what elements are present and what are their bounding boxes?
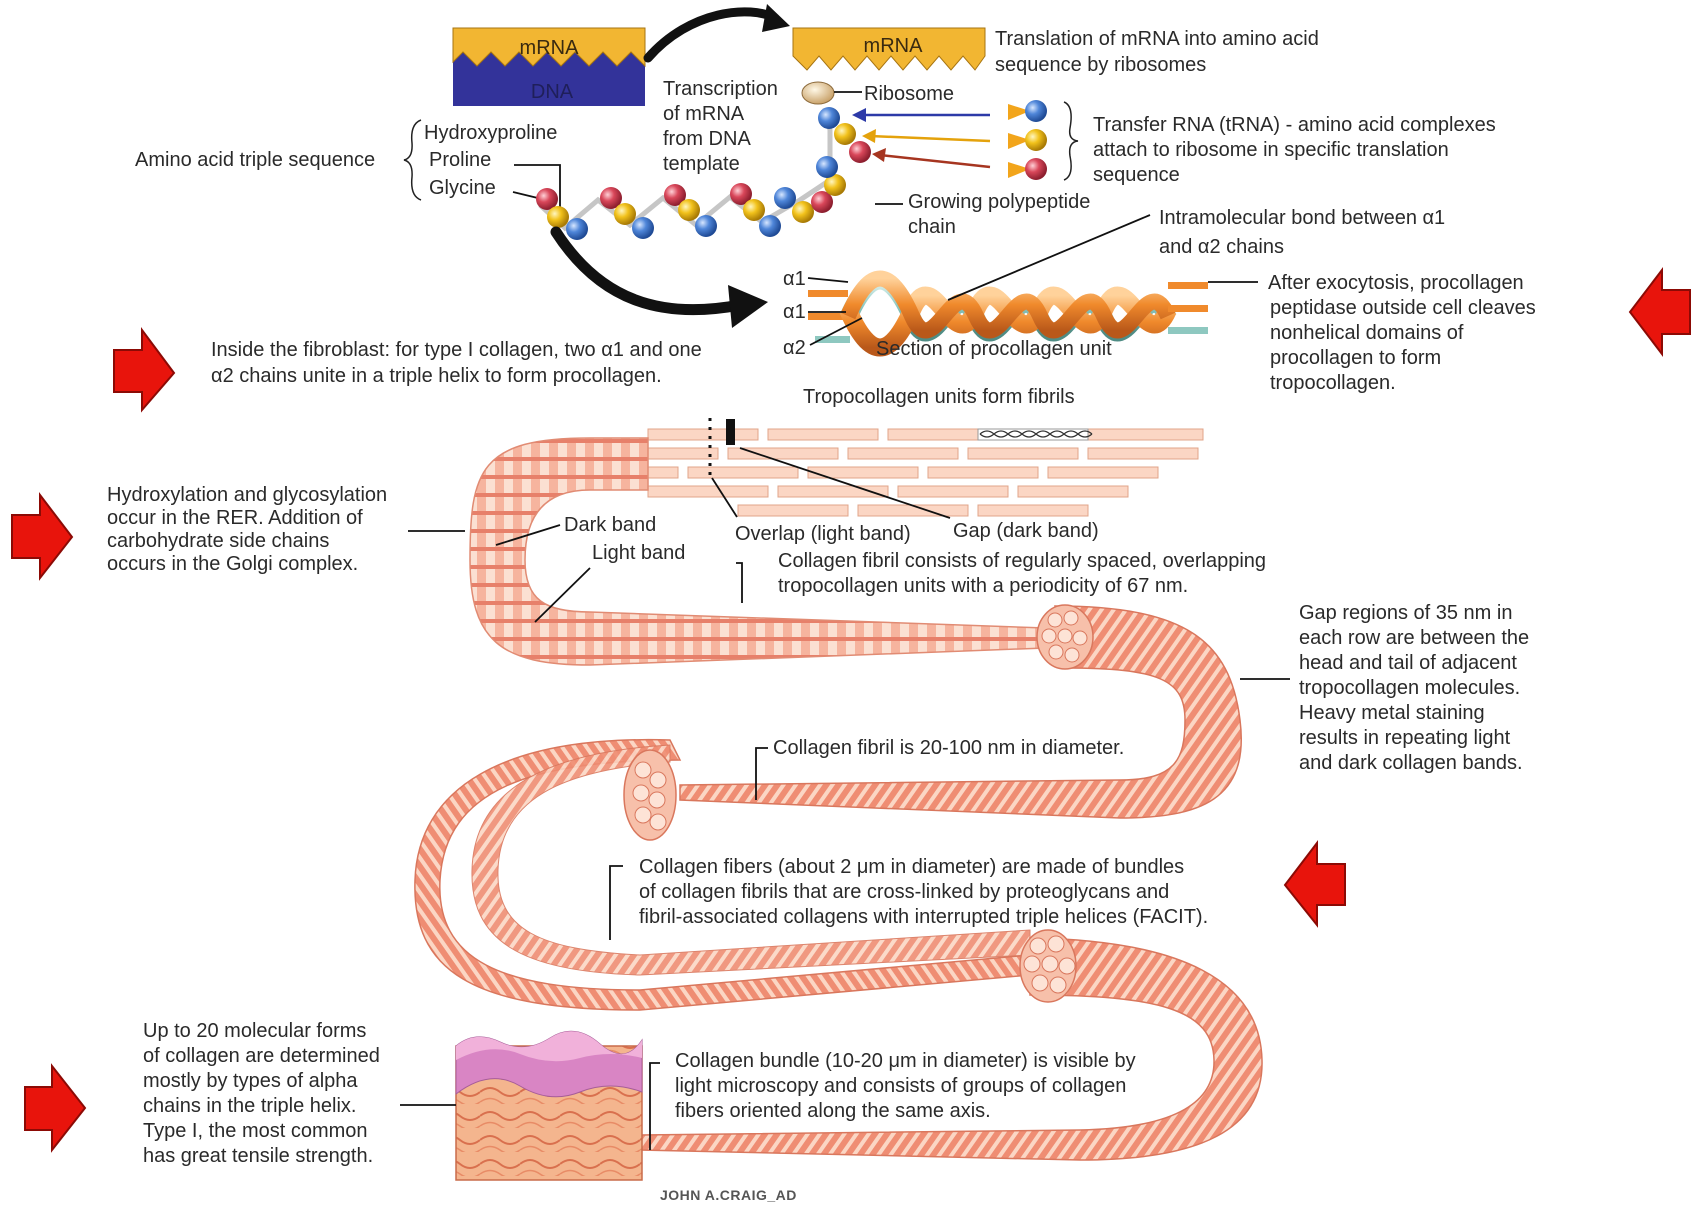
periodicity-leader	[736, 563, 742, 603]
mrna-box-right: mRNA	[793, 28, 985, 70]
dna-label: DNA	[531, 81, 574, 103]
proline-label: Proline	[429, 149, 491, 171]
overlap-label: Overlap (light band)	[735, 523, 911, 545]
artist-signature: JOHN A.CRAIG_AD	[660, 1187, 797, 1203]
red-arrow-icon	[114, 330, 174, 410]
growing-chain-text: Growing polypeptide chain	[908, 191, 1096, 238]
intramolecular-text: Intramolecular bond between α1 and α2 ch…	[1159, 207, 1451, 258]
gap-marker	[726, 419, 735, 445]
alpha2-label: α2	[783, 337, 806, 359]
fibril-bundle-end	[1037, 605, 1093, 669]
red-arrow-icon	[12, 495, 72, 578]
hydroxylation-text: Hydroxylation and glycosylation occur in…	[107, 484, 393, 575]
trna-text: Transfer RNA (tRNA) - amino acid complex…	[1093, 114, 1501, 186]
ribosome-icon	[802, 82, 834, 104]
transcription-text: Transcription of mRNA from DNA template	[663, 78, 783, 175]
skin-tissue-block	[456, 1031, 642, 1180]
fiber-bundle-end	[624, 750, 676, 840]
fibers-text: Collagen fibers (about 2 μm in diameter)…	[639, 856, 1208, 928]
exocytosis-text: After exocytosis, procollagen peptidase …	[1268, 272, 1541, 394]
right-mrna-label: mRNA	[864, 35, 924, 57]
gap-label: Gap (dark band)	[953, 520, 1099, 542]
glycine-label: Glycine	[429, 177, 496, 199]
red-arrow-icon	[25, 1066, 85, 1150]
tropocollagen-helix-detail	[978, 429, 1092, 440]
procollagen-section-label: Section of procollagen unit	[876, 338, 1112, 360]
curved-black-arrow-icon	[556, 232, 768, 328]
fibroblast-text: Inside the fibroblast: for type I collag…	[211, 339, 707, 387]
hydroxyproline-label: Hydroxyproline	[424, 122, 557, 144]
red-arrow-icon	[1630, 270, 1690, 354]
dark-band-label: Dark band	[564, 514, 656, 536]
periodicity-text: Collagen fibril consists of regularly sp…	[778, 550, 1272, 597]
amino-acid-brace	[404, 120, 421, 200]
left-mrna-label: mRNA	[520, 37, 580, 59]
tropocollagen-fibrils-label: Tropocollagen units form fibrils	[803, 386, 1075, 408]
red-arrow-icon	[1285, 843, 1345, 925]
translation-text: Translation of mRNA into amino acid sequ…	[995, 28, 1324, 76]
alpha1-label-a: α1	[783, 268, 806, 290]
alpha1-label-b: α1	[783, 301, 806, 323]
ribosome-label: Ribosome	[864, 83, 954, 105]
fibril-diameter-label: Collagen fibril is 20-100 nm in diameter…	[773, 737, 1124, 759]
trna-arrows	[852, 108, 990, 167]
trna-brace	[1064, 102, 1078, 180]
alpha1-leader-a	[808, 278, 848, 282]
bundle-text: Collagen bundle (10-20 μm in diameter) i…	[675, 1050, 1141, 1122]
gap-regions-text: Gap regions of 35 nm in each row are bet…	[1299, 602, 1535, 774]
amino-acid-triple-label: Amino acid triple sequence	[135, 149, 375, 171]
fibers-leader	[610, 866, 623, 940]
light-band-label: Light band	[592, 542, 685, 564]
forms-text: Up to 20 molecular forms of collagen are…	[143, 1020, 385, 1167]
curved-black-arrow-icon	[648, 4, 790, 58]
mrna-dna-box: mRNA DNA	[453, 28, 645, 106]
fiber-group-end	[1020, 930, 1076, 1002]
trna-icon	[1008, 100, 1047, 180]
